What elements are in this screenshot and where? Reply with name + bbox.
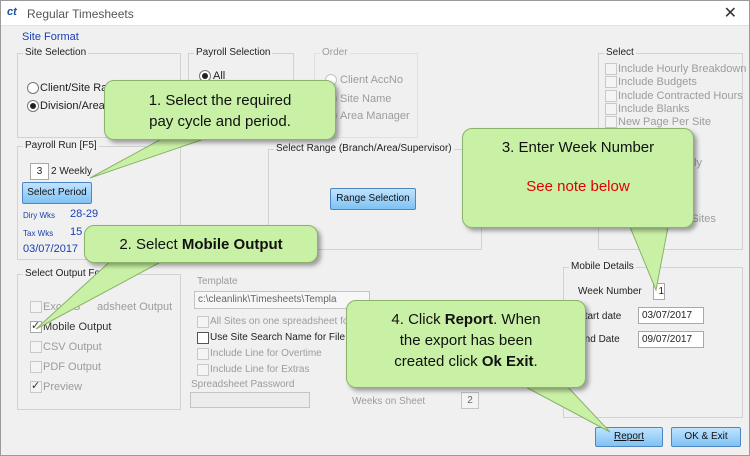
close-icon[interactable]: ✕ xyxy=(723,5,737,22)
select-period-button[interactable]: Select Period xyxy=(22,182,92,204)
callout-click-report: 4. Click Report. When the export has bee… xyxy=(346,300,586,388)
app-logo-icon: ct xyxy=(7,6,17,18)
include-line-extras-label: Include Line for Extras xyxy=(210,364,310,375)
select-range-label: Select Range (Branch/Area/Supervisor) xyxy=(274,143,454,154)
order-label: Order xyxy=(320,47,350,58)
division-area-range-radio[interactable] xyxy=(27,100,39,112)
weeks-on-sheet-label: Weeks on Sheet xyxy=(352,396,426,407)
callout-4-a: 4. Click xyxy=(391,311,445,328)
include-line-overtime-checkbox[interactable] xyxy=(197,348,209,360)
include-hourly-breakdown-label: Include Hourly Breakdown xyxy=(618,63,747,75)
pay-cycle-input[interactable]: 3 xyxy=(30,163,49,180)
include-contracted-hours-checkbox[interactable] xyxy=(605,90,617,102)
include-line-extras-checkbox[interactable] xyxy=(197,364,209,376)
end-date-label: End Date xyxy=(578,334,620,345)
mobile-output-checkbox[interactable] xyxy=(30,319,42,333)
spreadsheet-password-label: Spreadsheet Password xyxy=(191,379,295,390)
payroll-date: 03/07/2017 xyxy=(23,243,79,255)
pay-cycle-label: 2 Weekly xyxy=(51,166,92,177)
callout-1-line-1: 1. Select the required xyxy=(148,92,292,109)
week-number-label: Week Number xyxy=(578,286,642,297)
all-sites-one-spreadsheet-label: All Sites on one spreadsheet for a xyxy=(210,316,361,327)
include-line-overtime-label: Include Line for Overtime xyxy=(210,348,322,359)
callout-4-g: . xyxy=(533,353,538,370)
callout-3-line-1: 3. Enter Week Number xyxy=(501,139,655,156)
use-site-search-name-checkbox[interactable] xyxy=(197,332,209,344)
include-blanks-checkbox[interactable] xyxy=(605,103,617,115)
order-area-manager-label: Area Manager xyxy=(340,110,410,122)
callout-3-note: See note below xyxy=(526,178,630,195)
pdf-output-label: PDF Output xyxy=(43,361,102,373)
callout-4-c: . When xyxy=(493,311,541,328)
mobile-output-label: Mobile Output xyxy=(43,321,112,333)
payroll-selection-label: Payroll Selection xyxy=(194,47,273,58)
csv-output-checkbox[interactable] xyxy=(30,341,42,353)
callout-4-f: Ok Exit xyxy=(481,353,534,370)
new-page-per-site-checkbox[interactable] xyxy=(605,116,617,128)
diary-weeks-value: 28-29 xyxy=(70,208,99,220)
callout-2-prefix: 2. Select xyxy=(119,236,182,253)
window-title: Regular Timesheets xyxy=(27,7,134,21)
select-options-label: Select xyxy=(604,47,636,58)
payroll-all-label: All xyxy=(213,70,226,82)
end-date-input[interactable]: 09/07/2017 xyxy=(638,331,704,348)
title-bar: ct Regular Timesheets ✕ xyxy=(1,1,749,26)
weeks-on-sheet-input[interactable]: 2 xyxy=(461,392,479,409)
callout-1-pointer xyxy=(89,136,211,179)
report-button[interactable]: Report xyxy=(595,427,663,447)
callout-1-line-2: pay cycle and period. xyxy=(149,113,291,130)
diary-weeks-label: Diry Wks xyxy=(23,211,55,220)
include-contracted-hours-label: Include Contracted Hours xyxy=(618,90,743,102)
start-date-label: Start date xyxy=(578,311,622,322)
callout-2-pointer xyxy=(35,256,171,330)
tax-weeks-value: 15 xyxy=(70,226,83,238)
spreadsheet-password-input[interactable] xyxy=(190,392,310,408)
mobile-details-label: Mobile Details xyxy=(569,261,636,272)
client-site-range-radio[interactable] xyxy=(27,82,39,94)
tax-weeks-label: Tax Wks xyxy=(23,229,54,238)
select-partial-text: ly xyxy=(694,157,702,169)
ok-exit-button[interactable]: OK & Exit xyxy=(671,427,741,447)
site-selection-label: Site Selection xyxy=(23,47,89,58)
order-client-accno-label: Client AccNo xyxy=(340,74,403,86)
preview-label: Preview xyxy=(43,381,83,393)
payroll-run-label: Payroll Run [F5] xyxy=(23,140,99,151)
include-budgets-checkbox[interactable] xyxy=(605,76,617,88)
new-page-per-site-label: New Page Per Site xyxy=(618,116,711,128)
include-blanks-label: Include Blanks xyxy=(618,103,690,115)
callout-4-b: Report xyxy=(444,311,494,328)
pdf-output-checkbox[interactable] xyxy=(30,361,42,373)
all-sites-one-spreadsheet-checkbox[interactable] xyxy=(197,316,209,328)
include-budgets-label: Include Budgets xyxy=(618,76,697,88)
callout-3-pointer xyxy=(629,226,669,292)
site-format-link[interactable]: Site Format xyxy=(22,31,79,43)
callout-2-bold: Mobile Output xyxy=(181,236,283,253)
order-site-name-label: Site Name xyxy=(340,93,392,105)
csv-output-label: CSV Output xyxy=(43,341,102,353)
start-date-input[interactable]: 03/07/2017 xyxy=(638,307,704,324)
preview-checkbox[interactable] xyxy=(30,379,42,393)
callout-select-mobile-output: 2. Select Mobile Output xyxy=(84,225,318,263)
use-site-search-name-label: Use Site Search Name for File Nar xyxy=(210,332,364,343)
range-selection-button[interactable]: Range Selection xyxy=(330,188,416,210)
callout-4-pointer xyxy=(519,383,611,433)
callout-enter-week-number: 3. Enter Week Number See note below xyxy=(462,128,694,228)
output-format-label: Select Output Fo xyxy=(23,268,103,279)
callout-4-d: the export has been xyxy=(399,332,533,349)
excel-output-checkbox[interactable] xyxy=(30,301,42,313)
template-label: Template xyxy=(197,276,238,287)
callout-4-e: created click xyxy=(394,353,482,370)
template-path-input[interactable]: c:\cleanlink\Timesheets\Templa xyxy=(194,291,370,309)
include-hourly-breakdown-checkbox[interactable] xyxy=(605,63,617,75)
excel-output-label-tail: adsheet Output xyxy=(97,301,173,313)
callout-select-pay-cycle: 1. Select the required pay cycle and per… xyxy=(104,80,336,140)
